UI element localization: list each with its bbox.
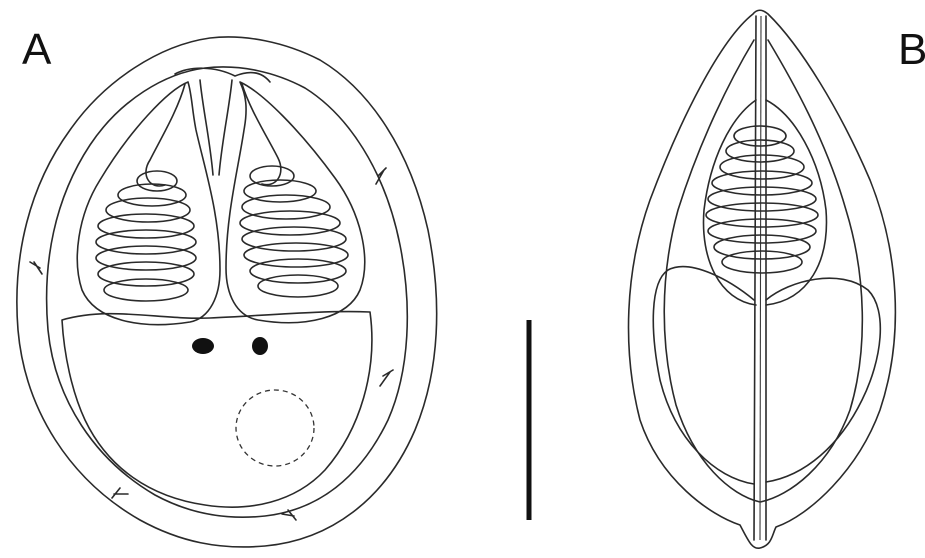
dashed-vesicle	[236, 390, 314, 466]
central-channel	[200, 80, 232, 175]
embryo-chamber	[62, 312, 372, 508]
eye-spot-right	[252, 337, 268, 355]
egg-side-view-drawing	[629, 10, 896, 548]
shell-spine	[112, 488, 128, 498]
egg-front-view-drawing	[17, 37, 437, 547]
eye-spot-left	[192, 338, 214, 354]
panel-label-a: A	[22, 28, 51, 72]
panel-label-b: B	[898, 28, 925, 72]
coiled-filament	[706, 126, 818, 273]
shell-spine	[282, 510, 296, 520]
inner-membrane-outline	[664, 40, 862, 502]
central-rod	[754, 16, 756, 540]
shell-spine	[380, 370, 393, 386]
left-filament-sac	[77, 82, 220, 325]
inner-membrane-outline	[47, 67, 408, 517]
outer-shell-outline	[629, 10, 896, 548]
right-coiled-filament	[240, 84, 348, 297]
central-rod-inner	[760, 16, 761, 540]
shell-spine	[30, 262, 42, 274]
embryo-chamber	[653, 267, 880, 484]
